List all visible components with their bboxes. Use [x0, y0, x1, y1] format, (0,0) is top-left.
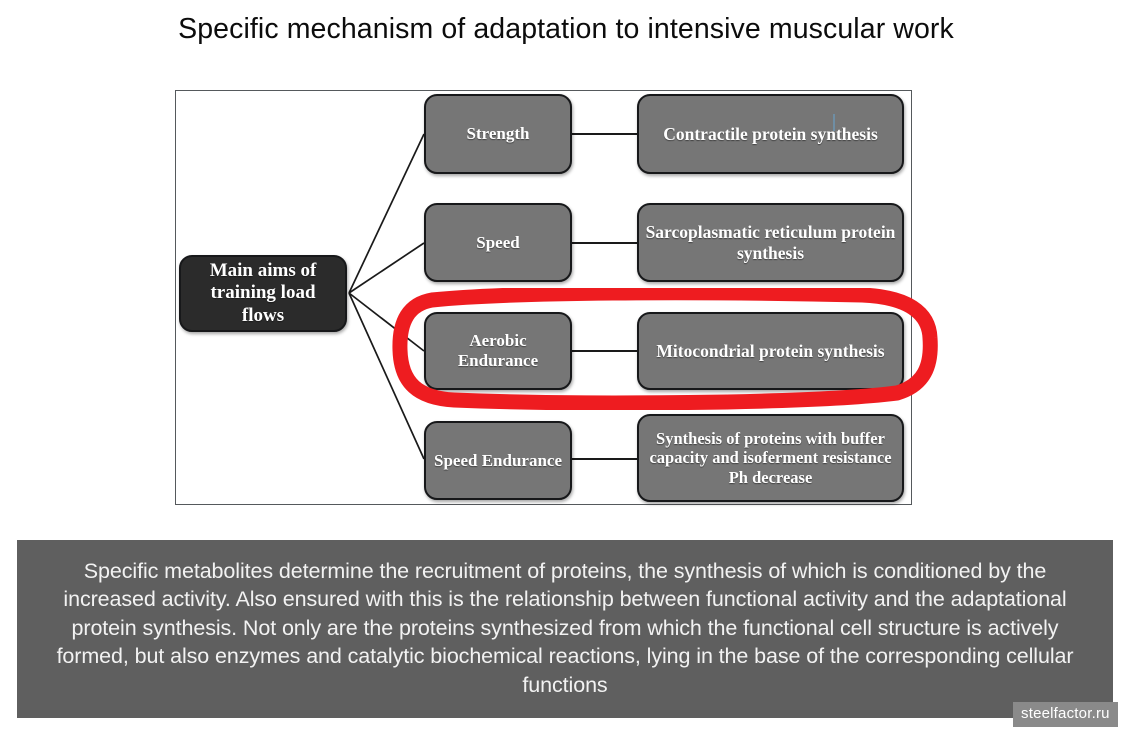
- node-result-sarcoplasmatic-reticulum-protein-synthesis: Sarcoplasmatic reticulum protein synthes…: [637, 203, 904, 282]
- node-aim-aerobic-endurance: Aerobic Endurance: [424, 312, 572, 390]
- node-result-contractile-protein-synthesis-label: Contractile protein synthesis: [663, 123, 878, 144]
- caption-text: Specific metabolites determine the recru…: [56, 559, 1074, 697]
- node-main-aims: Main aims of training load flows: [179, 255, 347, 332]
- node-aim-strength: Strength: [424, 94, 572, 174]
- node-aim-speed: Speed: [424, 203, 572, 282]
- node-aim-speed-endurance: Speed Endurance: [424, 421, 572, 500]
- node-aim-strength-label: Strength: [466, 124, 530, 144]
- page-title: Specific mechanism of adaptation to inte…: [178, 13, 954, 45]
- node-aim-aerobic-endurance-label: Aerobic Endurance: [457, 331, 539, 370]
- watermark: steelfactor.ru: [1013, 702, 1118, 728]
- node-result-sarcoplasmatic-reticulum-protein-synthesis-label: Sarcoplasmatic reticulum protein synthes…: [645, 222, 896, 263]
- node-main-aims-label: Main aims of training load flows: [209, 260, 317, 326]
- node-aim-speed-endurance-label: Speed Endurance: [434, 450, 562, 470]
- node-result-mitocondrial-protein-synthesis: Mitocondrial protein synthesis: [637, 312, 904, 390]
- caption-block: Specific metabolites determine the recru…: [17, 540, 1113, 718]
- node-result-buffer-capacity-protein-synthesis-label: Synthesis of proteins with buffer capaci…: [649, 429, 892, 487]
- node-result-buffer-capacity-protein-synthesis: Synthesis of proteins with buffer capaci…: [637, 414, 904, 502]
- node-aim-speed-label: Speed: [476, 232, 520, 252]
- node-result-contractile-protein-synthesis: Contractile protein synthesis: [637, 94, 904, 174]
- node-result-mitocondrial-protein-synthesis-label: Mitocondrial protein synthesis: [656, 340, 885, 361]
- text-cursor-artifact: [833, 114, 835, 131]
